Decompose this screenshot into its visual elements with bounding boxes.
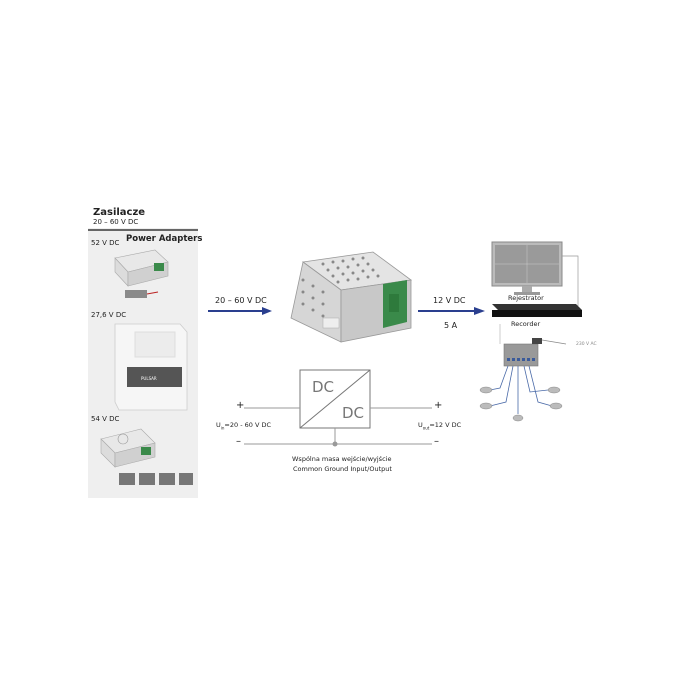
block-dc-bottom: DC bbox=[342, 404, 365, 422]
input-voltage-label: 20 – 60 V DC bbox=[215, 296, 267, 305]
output-voltage-value: =12 V DC bbox=[429, 421, 462, 429]
adapter-52v-image bbox=[114, 249, 169, 298]
output-plus: + bbox=[434, 400, 443, 411]
output-minus: – bbox=[434, 436, 439, 447]
output-subscript: out bbox=[422, 425, 430, 431]
recorder-label-pl: Rejestrator bbox=[508, 294, 544, 302]
input-plus: + bbox=[236, 400, 245, 411]
adapter-54v-image bbox=[100, 428, 193, 485]
recorder-label-en: Recorder bbox=[511, 320, 541, 328]
panel-subtitle: 20 – 60 V DC bbox=[93, 218, 139, 226]
svg-text:PULSAR: PULSAR bbox=[141, 376, 157, 381]
dc-dc-converter-image bbox=[290, 251, 413, 343]
input-minus: – bbox=[236, 436, 241, 447]
input-arrow bbox=[208, 307, 272, 315]
panel-title: Zasilacze bbox=[93, 207, 146, 218]
ground-label-en: Common Ground Input/Output bbox=[293, 465, 392, 473]
cctv-system-image bbox=[479, 241, 582, 422]
output-arrow bbox=[418, 307, 485, 315]
output-voltage-formula: Uout=12 V DC bbox=[418, 421, 462, 431]
output-current-label: 5 A bbox=[444, 321, 458, 330]
output-voltage-label: 12 V DC bbox=[433, 296, 466, 305]
adapter-label-54v: 54 V DC bbox=[91, 415, 120, 423]
input-voltage-value: =20 - 60 V DC bbox=[224, 421, 272, 429]
input-voltage-formula: Uin=20 - 60 V DC bbox=[216, 421, 272, 431]
adapter-label-27v: 27,6 V DC bbox=[91, 311, 127, 319]
input-subscript: in bbox=[220, 425, 225, 431]
panel-divider bbox=[88, 229, 198, 231]
mains-label: 230 V AC bbox=[576, 342, 597, 347]
dc-dc-schematic bbox=[244, 369, 432, 447]
adapter-label-52v: 52 V DC bbox=[91, 239, 120, 247]
block-dc-top: DC bbox=[312, 378, 335, 396]
panel-header: Power Adapters bbox=[126, 234, 203, 244]
ground-label-pl: Wspólna masa wejście/wyjście bbox=[292, 455, 392, 463]
adapter-27v-image: PULSAR bbox=[114, 323, 188, 411]
